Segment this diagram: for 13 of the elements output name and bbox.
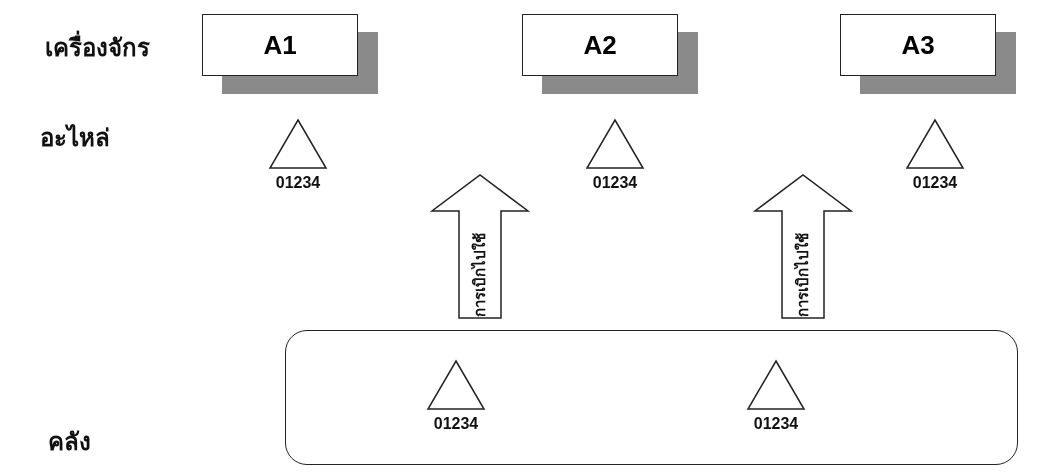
part-number: 01234 xyxy=(753,415,799,433)
warehouse-box xyxy=(285,330,1018,465)
edge-label: การเบิกไปใช้ xyxy=(792,232,813,317)
row-label: คลัง xyxy=(48,427,91,458)
edge-label: การเบิกไปใช้ xyxy=(469,232,490,317)
block-arrow xyxy=(429,174,531,319)
part-number: 01234 xyxy=(592,174,638,192)
part-number: 01234 xyxy=(433,415,479,433)
block-arrow xyxy=(752,174,854,319)
row-label: อะไหล่ xyxy=(40,123,110,154)
part-number: 01234 xyxy=(275,174,321,192)
row-label: เครื่องจักร xyxy=(45,28,150,67)
part-number: 01234 xyxy=(912,174,958,192)
